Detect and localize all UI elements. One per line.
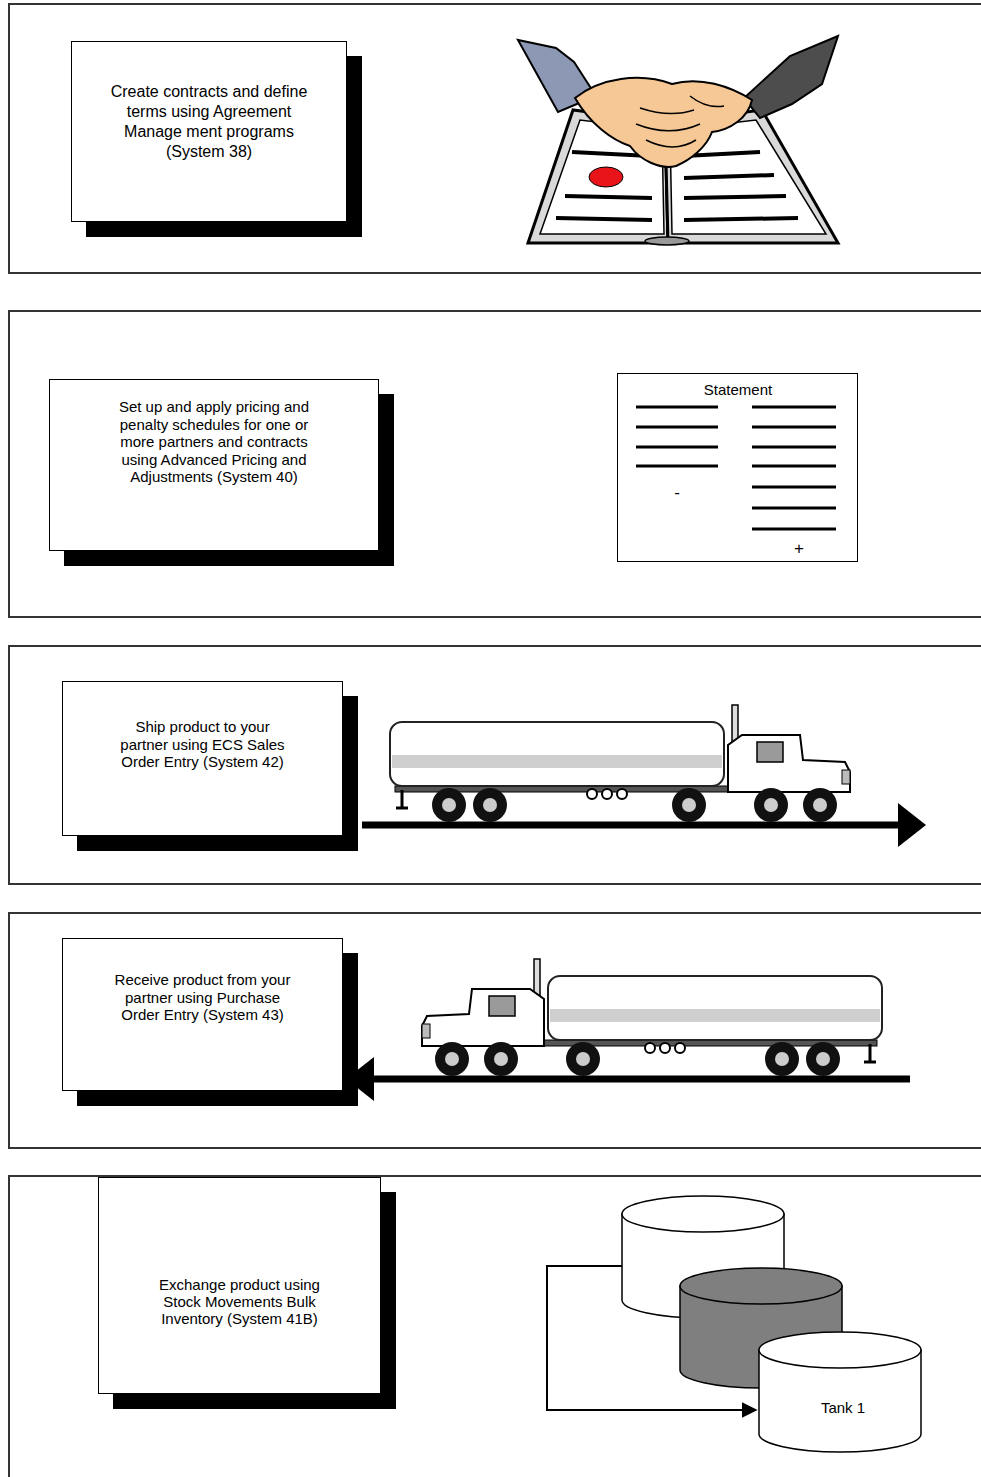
tank-outline — [758, 1330, 922, 1454]
panel — [9, 646, 981, 884]
document-title: Statement — [704, 381, 772, 398]
panel — [9, 311, 981, 617]
handshake-contract — [518, 36, 838, 245]
text-line — [684, 196, 786, 198]
statement-line — [752, 507, 836, 510]
tank-top — [759, 1332, 921, 1368]
right-sleeve — [744, 36, 838, 118]
tank-top — [680, 1268, 842, 1304]
panel — [9, 4, 981, 273]
process-box: Create contracts and define terms using … — [71, 41, 347, 222]
tank-label: Tank 1 — [821, 1399, 865, 1416]
text-line — [565, 196, 652, 198]
statement-lines — [636, 407, 836, 529]
book-spine — [645, 237, 689, 245]
statement-line — [752, 406, 836, 409]
text-line — [684, 175, 774, 178]
statement-line — [752, 426, 836, 429]
statement-line — [752, 446, 836, 449]
seal — [589, 167, 623, 187]
statement-line — [636, 426, 718, 429]
box-text: Receive product from your partner using … — [108, 971, 298, 1024]
clasped-hands — [575, 78, 752, 167]
process-box: Ship product to your partner using ECS S… — [62, 681, 343, 836]
finger-lines — [636, 96, 724, 147]
statement-line — [636, 465, 718, 468]
tank-top — [622, 1196, 784, 1232]
text-line — [556, 218, 652, 220]
statement-line — [752, 528, 836, 531]
box-text: Ship product to your partner using ECS S… — [110, 718, 295, 771]
sign-symbol: - — [674, 483, 680, 503]
box-text: Set up and apply pricing and penalty sch… — [102, 398, 327, 486]
process-box: Receive product from your partner using … — [62, 938, 343, 1091]
statement-line — [636, 446, 718, 449]
box-text: Create contracts and define terms using … — [109, 82, 309, 162]
box-text: Exchange product using Stock Movements B… — [140, 1276, 340, 1327]
sign-symbol: + — [794, 539, 804, 559]
text-line — [684, 218, 798, 220]
outbound-truck — [362, 705, 926, 847]
process-box: Exchange product using Stock Movements B… — [98, 1177, 381, 1394]
panel — [9, 1176, 981, 1477]
statement-line — [752, 486, 836, 489]
process-box: Set up and apply pricing and penalty sch… — [49, 379, 379, 551]
statement-line — [752, 465, 836, 468]
transfer-arrow — [547, 1266, 756, 1410]
storage-tank: Tank 1 — [758, 1330, 922, 1454]
panel — [9, 913, 981, 1148]
statement-document: Statement - + — [617, 373, 858, 562]
panels — [9, 4, 981, 1477]
inbound-truck — [346, 959, 910, 1101]
statement-line — [636, 406, 718, 409]
